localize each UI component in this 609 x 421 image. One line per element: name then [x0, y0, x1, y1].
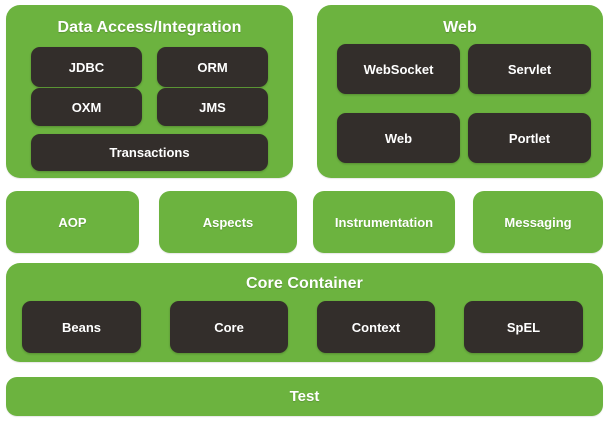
module-spel[interactable]: SpEL — [464, 301, 583, 353]
module-label-instrumentation: Instrumentation — [334, 214, 434, 230]
module-transactions[interactable]: Transactions — [31, 134, 268, 171]
module-portlet[interactable]: Portlet — [468, 113, 591, 163]
module-label-websocket: WebSocket — [363, 61, 434, 77]
module-orm[interactable]: ORM — [157, 47, 268, 87]
module-label-messaging: Messaging — [504, 214, 572, 230]
module-label-jdbc: JDBC — [68, 59, 105, 75]
module-oxm[interactable]: OXM — [31, 88, 142, 126]
module-label-beans: Beans — [61, 319, 102, 335]
module-instrumentation[interactable]: Instrumentation — [313, 191, 455, 253]
module-beans[interactable]: Beans — [22, 301, 141, 353]
module-context[interactable]: Context — [317, 301, 435, 353]
module-websocket[interactable]: WebSocket — [337, 44, 460, 94]
module-test[interactable]: Test — [6, 377, 603, 416]
module-servlet[interactable]: Servlet — [468, 44, 591, 94]
group-title-core-container: Core Container — [246, 275, 363, 292]
module-label-servlet: Servlet — [507, 61, 552, 77]
module-label-aspects: Aspects — [202, 214, 254, 230]
module-jdbc[interactable]: JDBC — [31, 47, 142, 87]
module-label-oxm: OXM — [71, 99, 102, 115]
module-label-spel: SpEL — [506, 319, 541, 335]
module-messaging[interactable]: Messaging — [473, 191, 603, 253]
module-core[interactable]: Core — [170, 301, 288, 353]
module-label-transactions: Transactions — [109, 145, 190, 160]
module-label-jms: JMS — [199, 99, 226, 115]
module-aop[interactable]: AOP — [6, 191, 139, 253]
module-label-orm: ORM — [197, 59, 228, 75]
module-web[interactable]: Web — [337, 113, 460, 163]
module-label-portlet: Portlet — [508, 130, 551, 146]
module-jms[interactable]: JMS — [157, 88, 268, 126]
module-label-web: Web — [384, 130, 413, 146]
module-aspects[interactable]: Aspects — [159, 191, 297, 253]
module-label-test: Test — [289, 388, 320, 405]
module-label-context: Context — [351, 319, 401, 335]
module-label-core: Core — [214, 319, 244, 335]
group-title-data-access-integration: Data Access/Integration — [57, 19, 242, 36]
group-title-web: Web — [443, 19, 477, 36]
module-label-aop: AOP — [58, 214, 87, 230]
